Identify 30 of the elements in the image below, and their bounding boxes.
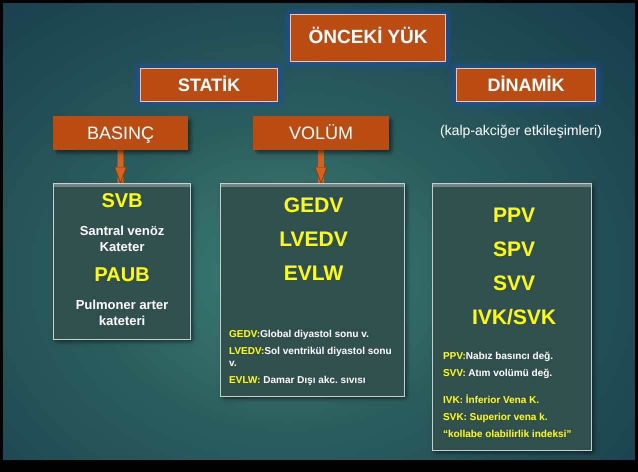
- content-panel: [220, 183, 405, 397]
- definition-text: PPV:Nabız basıncı değ.: [443, 351, 554, 363]
- abbreviation-text: SPV: [492, 238, 536, 262]
- abbreviation-text: EVLW: [282, 262, 344, 286]
- abbreviation-text: LVEDV: [278, 228, 349, 252]
- abbreviation-text: SVB: [101, 190, 143, 213]
- definition-text: SVK: Superior vena k.: [443, 412, 548, 424]
- arrow: [114, 150, 127, 184]
- category-box: ÖNCEKİ YÜK: [290, 14, 446, 62]
- content-panel: [432, 183, 592, 451]
- abbreviation-text: SVV: [492, 272, 536, 296]
- description-text: Pulmoner arter kateteri: [74, 296, 170, 329]
- note-text: (kalp-akciğer etkileşimleri): [440, 122, 602, 138]
- abbreviation-text: GEDV: [282, 194, 344, 218]
- description-text: Santral venöz Kateter: [78, 223, 166, 256]
- definition-text: LVEDV:Sol ventrikül diyastol sonu v.: [229, 346, 393, 370]
- category-box: STATİK: [140, 68, 278, 102]
- category-box: DİNAMİK: [456, 68, 596, 102]
- abbreviation-text: PPV: [492, 204, 536, 228]
- abbreviation-text: IVK/SVK: [470, 306, 558, 330]
- definition-text: “kollabe olabilirlik indeksi”: [443, 429, 572, 441]
- definition-text: IVK: İnferior Vena K.: [443, 395, 540, 407]
- category-box: VOLÜM: [253, 116, 389, 150]
- content-panel: [53, 183, 191, 340]
- abbreviation-text: PAUB: [94, 264, 150, 286]
- category-box: BASINÇ: [53, 116, 188, 150]
- definition-text: SVV: Atım volümü değ.: [443, 368, 554, 380]
- definition-text: GEDV:Global diyastol sonu v.: [229, 329, 370, 341]
- definition-text: EVLW: Damar Dışı akc. sıvısı: [229, 375, 367, 387]
- arrow: [314, 150, 328, 184]
